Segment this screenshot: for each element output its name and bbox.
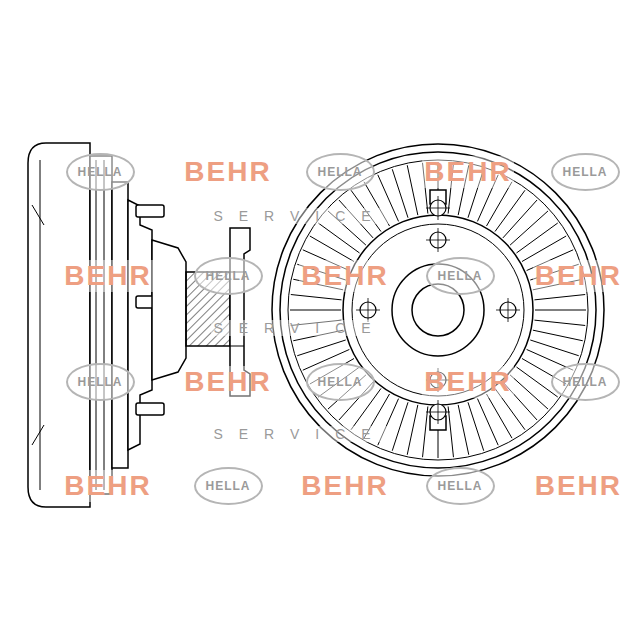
watermark: BEHR	[533, 260, 624, 292]
bolt-hole	[426, 196, 450, 220]
logo-oval: HELLA	[194, 467, 263, 505]
cooling-fin	[310, 236, 354, 262]
cooling-fin	[516, 223, 557, 253]
cooling-fin	[510, 211, 548, 245]
cooling-fin	[530, 340, 579, 356]
logo-text: HELLA	[78, 375, 123, 389]
logo-oval: HELLA	[426, 257, 495, 295]
logo-oval: HELLA	[66, 363, 135, 401]
cooling-fin	[503, 200, 537, 238]
cooling-fin	[522, 236, 566, 262]
cooling-fin	[423, 406, 428, 457]
logo-oval: HELLA	[306, 363, 375, 401]
logo-text: HELLA	[563, 165, 608, 179]
cooling-fin	[392, 169, 408, 218]
cooling-fin	[468, 402, 484, 451]
watermark: SERVICE	[211, 426, 388, 442]
cooling-fin	[297, 340, 346, 356]
watermark: BEHR	[299, 470, 390, 502]
cooling-fin	[392, 402, 408, 451]
cooling-fin	[407, 405, 418, 455]
watermark: BEHR	[422, 156, 513, 188]
watermark: BEHR	[299, 260, 390, 292]
bolt-hole	[356, 298, 380, 322]
cooling-fin	[487, 182, 513, 226]
cooling-fin	[318, 223, 359, 253]
cooling-fin	[407, 165, 418, 215]
logo-text: HELLA	[318, 165, 363, 179]
cooling-fin	[534, 320, 585, 325]
bolt-hole	[496, 298, 520, 322]
watermark: BEHR	[62, 260, 153, 292]
logo-oval: HELLA	[66, 153, 135, 191]
logo-oval: HELLA	[306, 153, 375, 191]
bolt-hole	[426, 400, 450, 424]
cooling-fin	[510, 375, 548, 409]
watermark: BEHR	[422, 366, 513, 398]
watermark: SERVICE	[211, 208, 388, 224]
cooling-fin	[291, 295, 342, 300]
bolt-hole	[426, 228, 450, 252]
logo-text: HELLA	[318, 375, 363, 389]
cooling-fin	[290, 310, 341, 311]
cooling-fin	[533, 330, 583, 341]
logo-text: HELLA	[563, 375, 608, 389]
logo-oval: HELLA	[194, 257, 263, 295]
watermark: BEHR	[533, 470, 624, 502]
watermark: BEHR	[182, 366, 273, 398]
watermark: BEHR	[182, 156, 273, 188]
logo-text: HELLA	[438, 269, 483, 283]
cooling-fin	[477, 399, 498, 446]
cooling-fin	[458, 405, 469, 455]
cooling-fin	[535, 310, 586, 311]
logo-text: HELLA	[206, 269, 251, 283]
watermark: BEHR	[62, 470, 153, 502]
cooling-fin	[487, 394, 513, 438]
logo-text: HELLA	[206, 479, 251, 493]
logo-oval: HELLA	[426, 467, 495, 505]
cooling-fin	[534, 295, 585, 300]
logo-oval: HELLA	[551, 153, 620, 191]
cooling-fin	[448, 406, 453, 457]
logo-oval: HELLA	[551, 363, 620, 401]
logo-text: HELLA	[438, 479, 483, 493]
cooling-fin	[495, 190, 525, 231]
watermark: SERVICE	[211, 320, 388, 336]
logo-text: HELLA	[78, 165, 123, 179]
